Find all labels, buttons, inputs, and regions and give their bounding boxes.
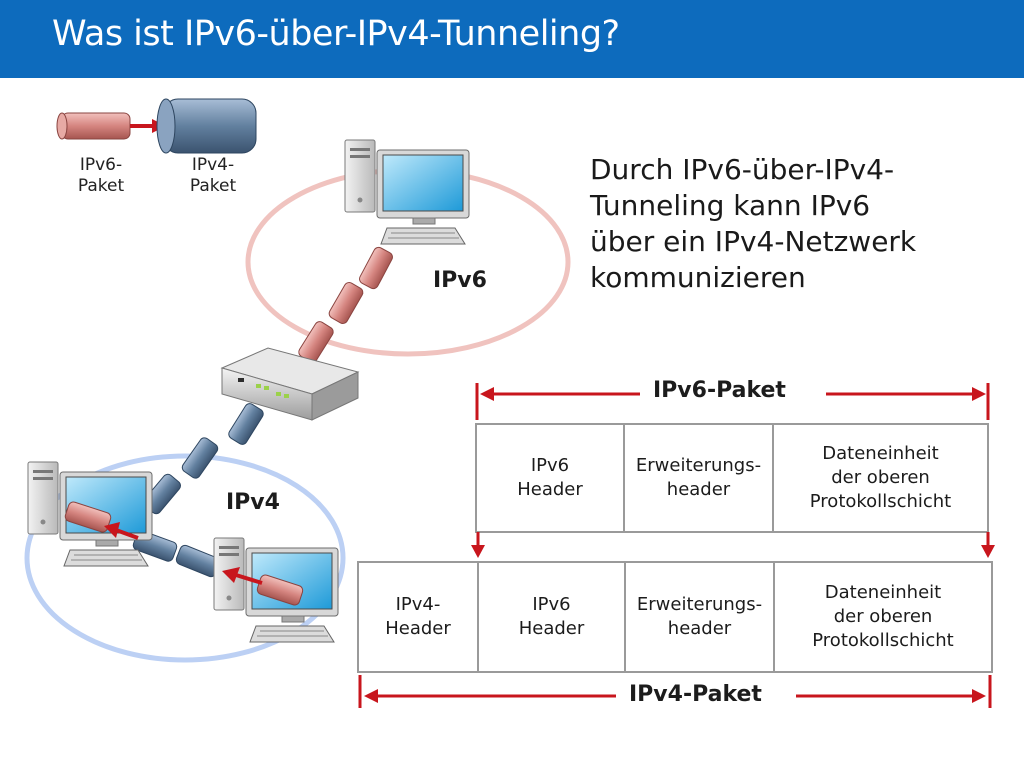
description-text: Durch IPv6-über-IPv4- Tunneling kann IPv… — [590, 153, 917, 294]
ipv6-packet-table — [475, 423, 989, 533]
ipv4-packet-table — [357, 561, 993, 673]
arrow-right-icon — [222, 567, 263, 585]
arrow-left-icon — [104, 522, 139, 540]
encapsulated-packet-left-icon — [64, 501, 112, 533]
ipv6-computer-icon — [344, 139, 470, 245]
router-icon — [220, 347, 360, 421]
slide-title: Was ist IPv6-über-IPv4-Tunneling? — [52, 14, 620, 54]
ipv4-packet-cell-ipv4-header: IPv4-Header — [385, 594, 451, 639]
ipv6-packet-span-arrow-icon — [475, 383, 990, 420]
legend-ipv6-packet-label: IPv6- Paket — [77, 155, 125, 196]
ipv6-tube-segment-icon — [359, 246, 393, 290]
title-bar: Was ist IPv6-über-IPv4-Tunneling? — [0, 0, 1024, 78]
ipv6-tube-segment-icon — [328, 282, 364, 324]
ipv4-packet-span-arrow-icon — [358, 675, 992, 708]
ipv6-network-label: IPv6 — [433, 268, 487, 293]
legend-ipv4-tube-icon — [156, 98, 257, 154]
ipv6-packet-cell-extension-header: Erweiterungs-header — [635, 455, 762, 500]
ipv4-tube-segment-icon — [181, 437, 219, 479]
legend-ipv6-tube-icon — [56, 112, 131, 140]
down-arrow-right-icon — [981, 532, 995, 558]
down-arrow-left-icon — [471, 532, 485, 558]
ipv6-packet-title: IPv6-Paket — [643, 378, 796, 403]
ipv4-packet-cell-extension-header: Erweiterungs-header — [636, 594, 763, 639]
ipv4-network-ring — [24, 453, 346, 663]
legend-ipv4-packet-label: IPv4- Paket — [189, 155, 237, 196]
ipv4-packet-title: IPv4-Paket — [619, 682, 772, 707]
ipv4-network-label: IPv4 — [226, 490, 280, 515]
ipv4-tube-segment-icon — [228, 403, 264, 445]
